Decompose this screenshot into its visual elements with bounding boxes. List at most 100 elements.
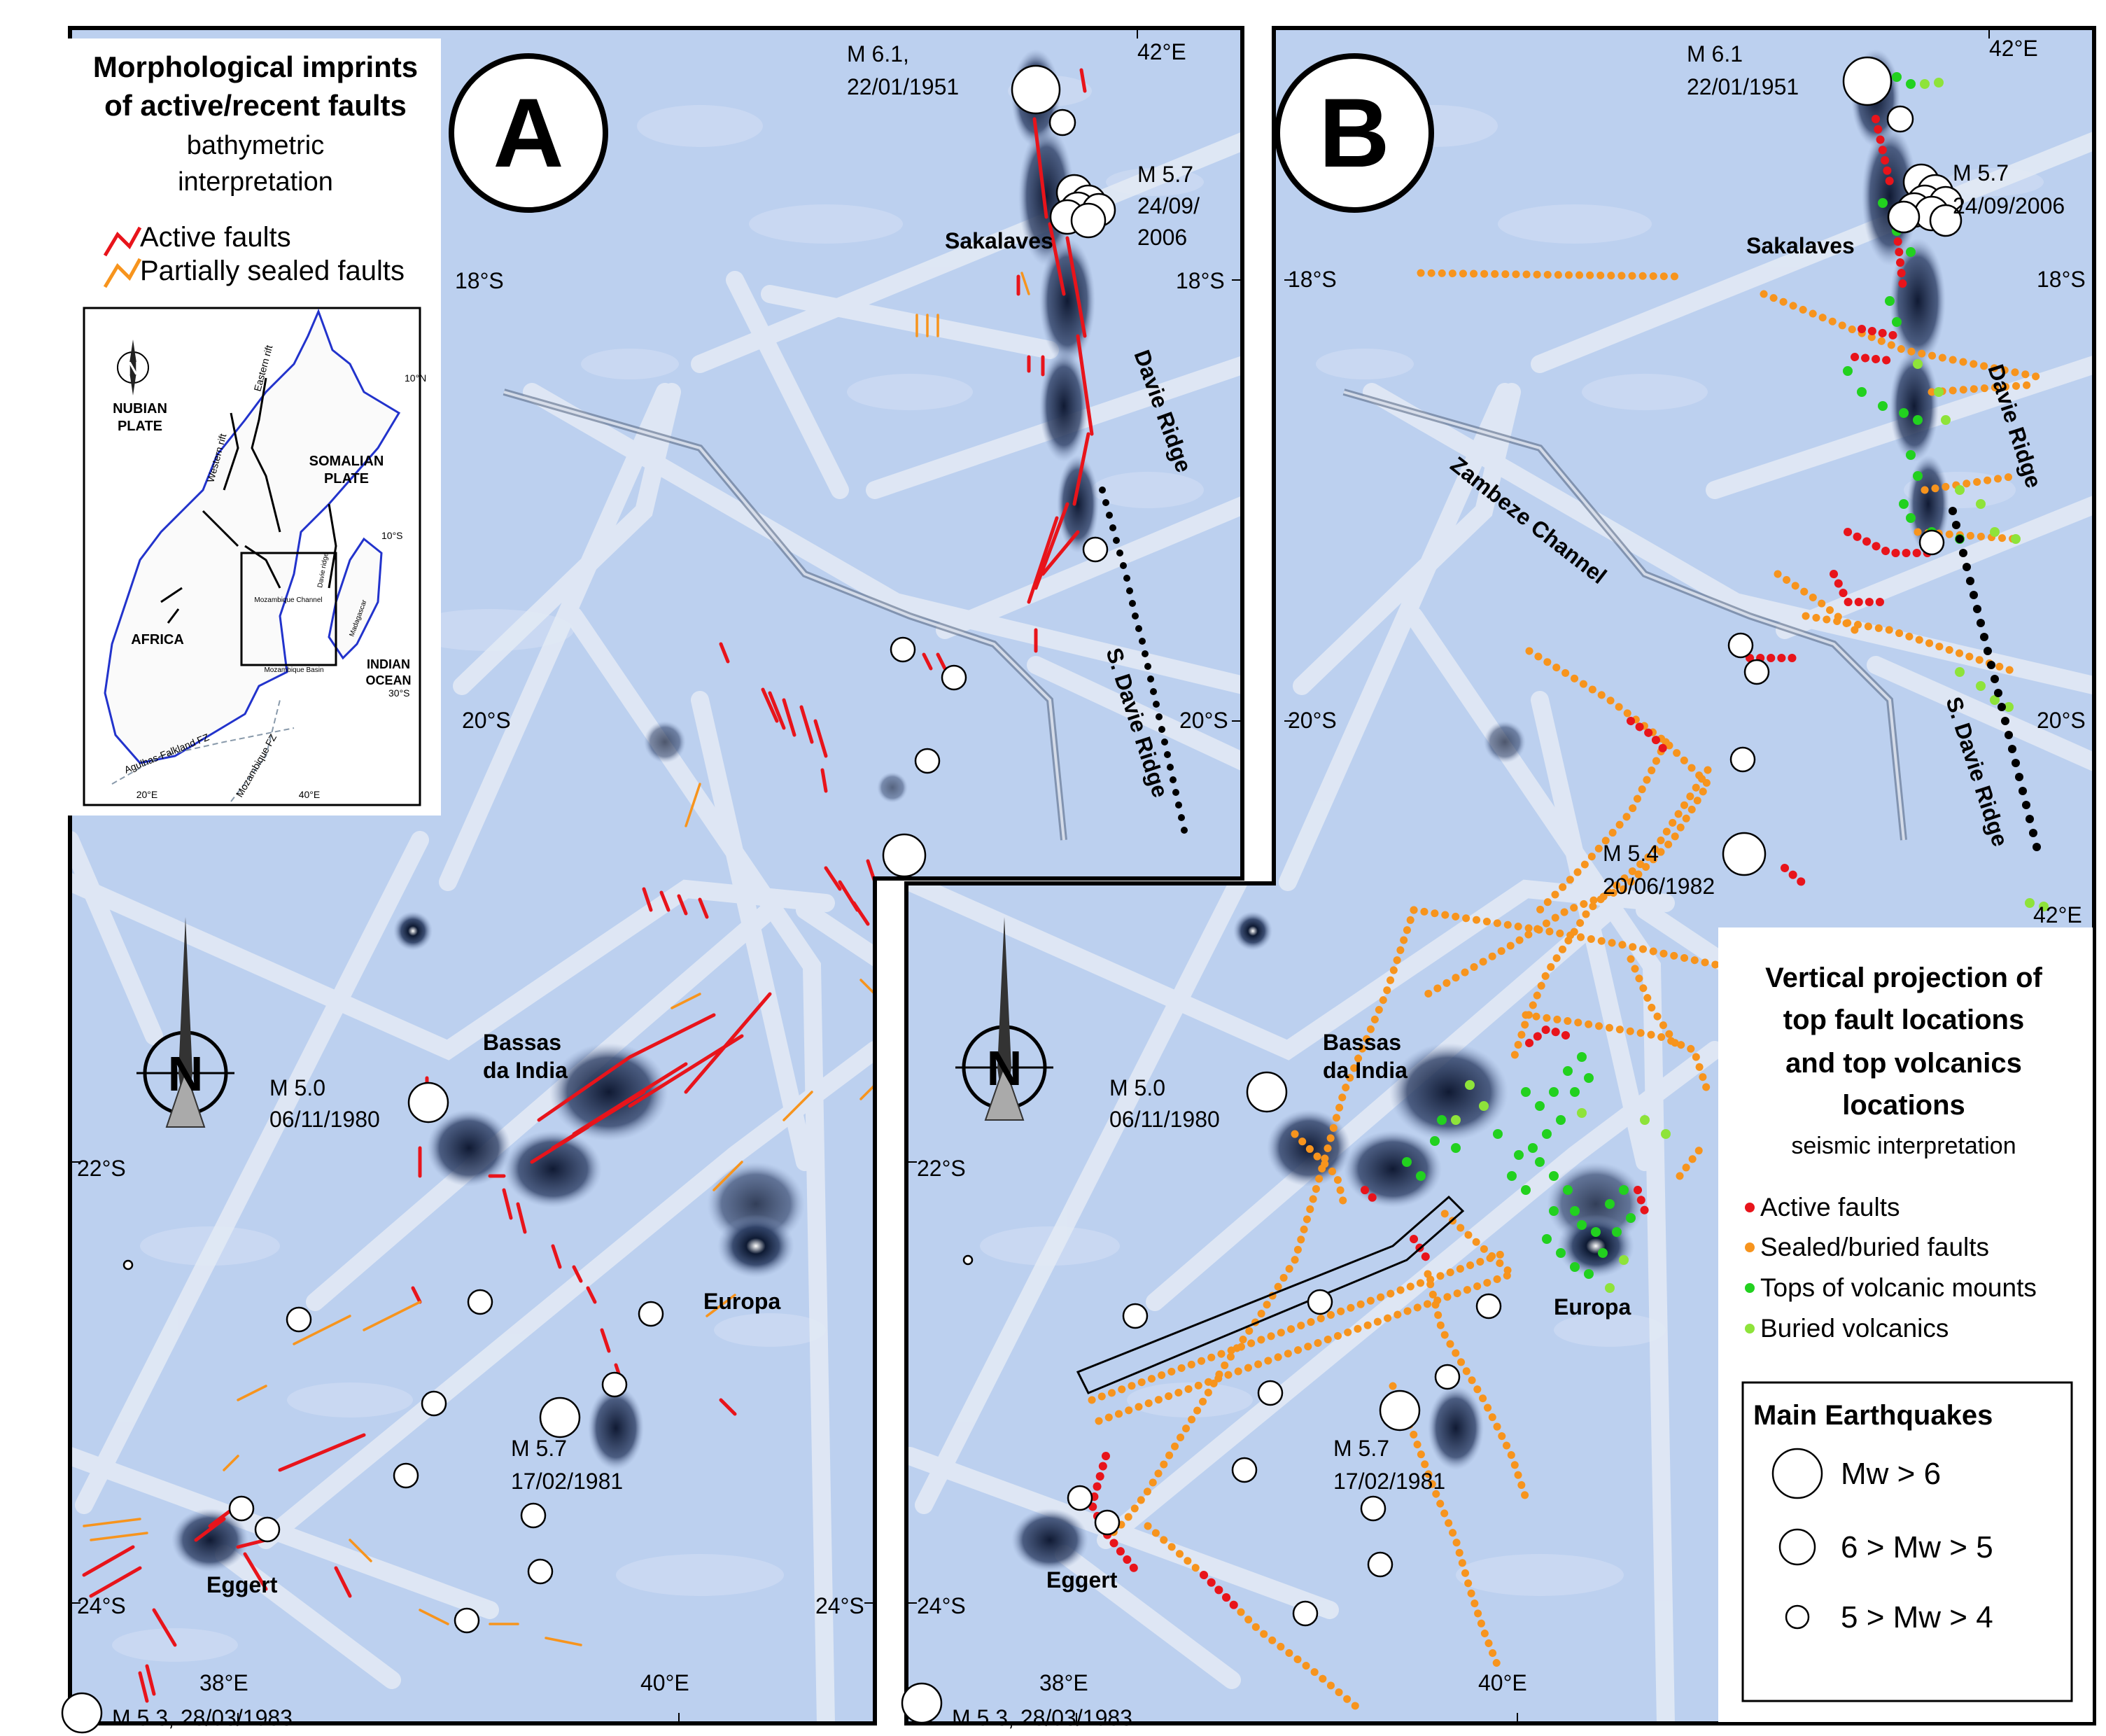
legend-b-sealed-label: Sealed/buried faults xyxy=(1760,1233,1989,1261)
eq-a-2006-mag: M 5.7 xyxy=(1137,162,1193,187)
place-b-bassas: Bassas xyxy=(1323,1030,1401,1055)
eq-b-1982-date: 20/06/1982 xyxy=(1603,874,1715,899)
lat-b-18s: 18°S xyxy=(1288,267,1337,292)
legend-b-tops-swatch xyxy=(1745,1283,1755,1293)
panel-a-legend-title-1: Morphological imprints xyxy=(93,50,418,83)
active-fault-swatch xyxy=(103,226,142,257)
eq-b-1951-date: 22/01/1951 xyxy=(1687,74,1799,99)
lat-a-24s: 24°S xyxy=(77,1593,126,1618)
lat-a-20s: 20°S xyxy=(462,708,511,733)
place-a-bassas: Bassas xyxy=(483,1030,561,1055)
panel-a-letter-badge xyxy=(449,53,608,213)
panel-b-letter-badge xyxy=(1275,53,1434,213)
panel-b-frame xyxy=(904,26,2096,1726)
eq-a-2006-date1: 24/09/ xyxy=(1137,193,1200,218)
panel-b-legend-title-4: locations xyxy=(1842,1090,1965,1121)
lat-a-18s: 18°S xyxy=(455,268,504,293)
legend-b-buried-swatch xyxy=(1745,1324,1755,1334)
eq-legend-mw4-symbol xyxy=(1785,1604,1810,1630)
panel-a-legend-title-2: of active/recent faults xyxy=(104,89,407,122)
inset-nubian-label: NUBIAN xyxy=(113,401,167,416)
inset-lat-10s: 10°S xyxy=(381,530,403,541)
panel-b-volcanics-buried xyxy=(1451,78,2049,1293)
inset-lat-10n: 10°N xyxy=(405,372,426,384)
inset-lat-30s: 30°S xyxy=(388,687,410,699)
eq-legend-mw5-symbol xyxy=(1778,1528,1816,1566)
eq-b-1981-date: 17/02/1981 xyxy=(1333,1469,1445,1494)
panel-b-legend-title-3: and top volcanics xyxy=(1785,1048,2022,1079)
eq-legend-title: Main Earthquakes xyxy=(1753,1400,1993,1431)
inset-map: N NUBIAN PLATE SOMALIAN PLATE AFRICA IND… xyxy=(83,307,426,806)
eq-legend-mw5-label: 6 > Mw > 5 xyxy=(1841,1530,1993,1564)
eq-a-2006-date2: 2006 xyxy=(1137,225,1187,250)
inset-study-area-box xyxy=(240,552,337,666)
eq-a-1980-mag: M 5.0 xyxy=(269,1075,325,1100)
panel-a-earthquakes xyxy=(61,64,1116,1734)
place-a-sakalaves: Sakalaves xyxy=(945,228,1053,253)
eq-b-1980-date: 06/11/1980 xyxy=(1109,1107,1220,1132)
place-a-da-india: da India xyxy=(483,1058,568,1083)
panel-a-legend-subtitle-1: bathymetric xyxy=(187,131,324,160)
eq-legend-mw6-symbol xyxy=(1771,1448,1823,1499)
panel-b-north-label: N xyxy=(987,1041,1023,1096)
lat-b-20s: 20°S xyxy=(1288,708,1337,733)
place-b-sakalaves: Sakalaves xyxy=(1746,233,1855,258)
inset-somalian-plate-label: PLATE xyxy=(324,471,369,486)
lat-a-22s: 22°S xyxy=(77,1156,126,1181)
lon-b-40e: 40°E xyxy=(1478,1670,1527,1695)
eq-b-2006-date: 24/09/2006 xyxy=(1953,193,2065,218)
panel-b-legend: Vertical projection of top fault locatio… xyxy=(1718,927,2093,1722)
lat-a-18s-east: 18°S xyxy=(1176,268,1225,293)
legend-b-active-label: Active faults xyxy=(1760,1193,1900,1222)
inset-mozambique-basin-label: Mozambique Basin xyxy=(264,666,323,674)
eq-b-1981-mag: M 5.7 xyxy=(1333,1436,1389,1461)
eq-a-1951-mag: M 6.1, xyxy=(847,41,909,66)
inset-ocean-label: OCEAN xyxy=(365,673,411,687)
lat-a-20s-east: 20°S xyxy=(1179,708,1228,733)
sealed-fault-swatch xyxy=(103,258,142,288)
lat-a-24s-east: 24°S xyxy=(815,1593,864,1618)
inset-north-label: N xyxy=(127,358,140,379)
eq-a-1980-date: 06/11/1980 xyxy=(269,1107,380,1132)
lat-b-22s: 22°S xyxy=(917,1156,966,1181)
lat-b-24s: 24°S xyxy=(917,1593,966,1618)
eq-b-2006-mag: M 5.7 xyxy=(1953,160,2009,186)
lon-a-40e: 40°E xyxy=(640,1670,689,1695)
place-b-da-india: da India xyxy=(1323,1058,1407,1083)
inset-indian-label: INDIAN xyxy=(367,657,410,671)
panel-a-seamounts xyxy=(171,721,908,1572)
panel-a-legend: Morphological imprints of active/recent … xyxy=(35,38,441,816)
inset-mozambique-channel-label: Mozambique Channel xyxy=(254,596,322,604)
lat-b-18s-east: 18°S xyxy=(2037,267,2086,292)
panel-b-north-arrow: N xyxy=(955,917,1053,1121)
place-b-eggert: Eggert xyxy=(1046,1567,1118,1592)
inset-africa-coast xyxy=(104,308,401,764)
panel-a-s-davie-ridge-line xyxy=(1099,486,1188,834)
panel-a-legend-subtitle-2: interpretation xyxy=(178,167,333,197)
eq-b-1982-mag: M 5.4 xyxy=(1603,841,1659,866)
legend-b-sealed-swatch xyxy=(1745,1242,1755,1252)
inset-africa-label: AFRICA xyxy=(131,632,184,648)
legend-active-faults-label: Active faults xyxy=(140,222,291,253)
lon-b-38e: 38°E xyxy=(1039,1670,1088,1695)
inset-lon-40e: 40°E xyxy=(299,789,321,800)
eq-a-1981-date: 17/02/1981 xyxy=(511,1469,623,1494)
panel-b-legend-subtitle: seismic interpretation xyxy=(1791,1133,2016,1159)
eq-a-1951-date: 22/01/1951 xyxy=(847,74,959,99)
lon-b-42e: 42°E xyxy=(1989,36,2038,61)
legend-b-active-swatch xyxy=(1745,1203,1755,1212)
panel-b-letter: B xyxy=(1319,78,1389,188)
legend-b-tops-label: Tops of volcanic mounts xyxy=(1760,1273,2037,1302)
panel-b-legend-title-1: Vertical projection of xyxy=(1765,962,2042,993)
lon-a-42e: 42°E xyxy=(1137,39,1186,64)
inset-lon-20e: 20°E xyxy=(136,789,158,800)
lon-b-42e-lower: 42°E xyxy=(2033,902,2082,927)
eq-legend-mw4-label: 5 > Mw > 4 xyxy=(1841,1600,1993,1634)
place-b-europa: Europa xyxy=(1554,1294,1631,1320)
eq-b-1983-label: M 5.3, 28/03/1983 xyxy=(952,1705,1132,1730)
eq-b-1951-mag: M 6.1 xyxy=(1687,41,1743,66)
place-a-eggert: Eggert xyxy=(206,1572,278,1597)
panel-a-north-label: N xyxy=(168,1046,204,1101)
panel-a-letter: A xyxy=(493,78,563,188)
place-a-europa: Europa xyxy=(703,1289,780,1314)
